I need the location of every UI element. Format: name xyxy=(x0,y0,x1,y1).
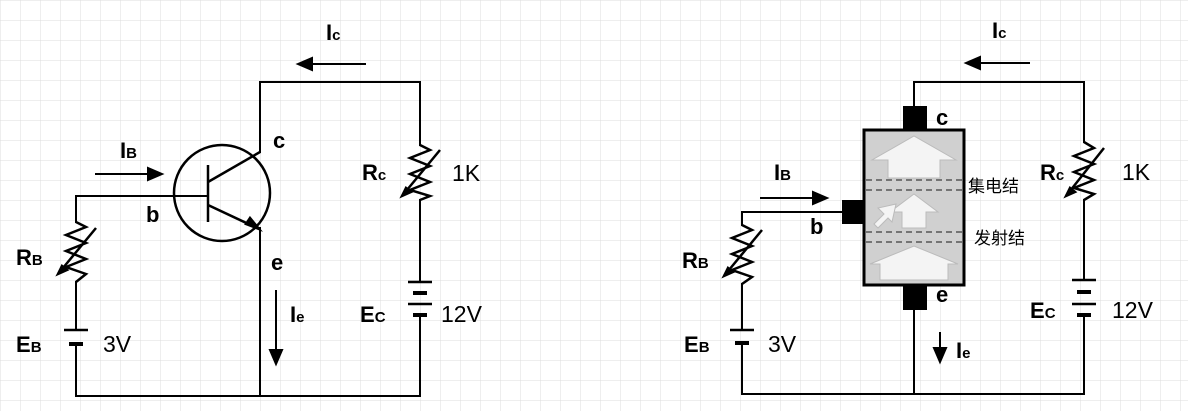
right-rc-resistor xyxy=(1063,140,1105,202)
left-current-arrows xyxy=(95,56,366,367)
left-rb-resistor xyxy=(55,220,97,283)
left-ec-value: 12V xyxy=(441,301,483,327)
left-ib-sub: B xyxy=(126,145,137,162)
left-terminal-e: e xyxy=(271,250,283,275)
left-ie-label: I xyxy=(290,302,296,327)
right-eb-sub: B xyxy=(699,339,710,356)
left-rc-sub: c xyxy=(378,167,386,184)
right-ec-value: 12V xyxy=(1112,297,1154,323)
right-eb-value: 3V xyxy=(768,331,797,357)
left-transistor-symbol xyxy=(172,143,272,243)
left-ic-label: I xyxy=(326,20,332,45)
chip-diagonal-arrow xyxy=(873,203,897,229)
right-terminal-e: e xyxy=(936,282,948,307)
right-eb-battery xyxy=(730,328,754,354)
right-ib-label: I xyxy=(774,160,780,185)
transistor-circle xyxy=(172,143,272,243)
svg-text:IB: IB xyxy=(120,138,137,163)
right-eb-label: E xyxy=(684,332,699,357)
left-eb-label: E xyxy=(16,332,31,357)
left-ie-sub: e xyxy=(296,309,304,326)
chip-upward-arrow-bottom xyxy=(869,245,959,281)
right-rb-resistor xyxy=(721,223,763,286)
svg-text:EB: EB xyxy=(16,332,42,357)
left-rb-sub: B xyxy=(32,252,43,269)
right-ic-sub: c xyxy=(998,25,1006,42)
svg-text:EC: EC xyxy=(360,302,386,327)
right-ie-sub: e xyxy=(962,345,970,362)
chip-upward-arrow-mid xyxy=(888,193,940,229)
collector-junction-label: 集电结 xyxy=(968,177,1019,197)
svg-text:RB: RB xyxy=(682,248,709,273)
left-ec-label: E xyxy=(360,302,375,327)
collector-pad xyxy=(903,106,927,131)
svg-text:Ic: Ic xyxy=(326,20,340,45)
svg-text:EC: EC xyxy=(1030,298,1056,323)
chip-upward-arrow-top xyxy=(870,135,958,179)
left-circuit xyxy=(75,81,421,397)
right-rc-label: R xyxy=(1040,160,1056,185)
left-ec-sub: C xyxy=(375,309,386,326)
transistor-collector xyxy=(207,150,261,184)
left-rc-label: R xyxy=(362,160,378,185)
left-rb-label: R xyxy=(16,245,32,270)
right-current-arrows xyxy=(760,55,1030,365)
right-ib-sub: B xyxy=(780,167,791,184)
emitter-junction-label: 发射结 xyxy=(974,229,1025,249)
svg-text:Ic: Ic xyxy=(992,18,1006,43)
svg-text:Ie: Ie xyxy=(956,338,970,363)
left-rc-value: 1K xyxy=(452,160,481,186)
right-rc-sub: c xyxy=(1056,167,1064,184)
right-terminal-b: b xyxy=(810,214,823,239)
left-terminal-b: b xyxy=(146,202,159,227)
svg-text:RB: RB xyxy=(16,245,43,270)
left-ib-label: I xyxy=(120,138,126,163)
right-terminal-c: c xyxy=(936,105,948,130)
right-rb-sub: B xyxy=(698,255,709,272)
right-ec-label: E xyxy=(1030,298,1045,323)
emitter-pad xyxy=(903,285,927,310)
right-rc-value: 1K xyxy=(1122,159,1151,185)
left-ec-battery xyxy=(408,280,432,325)
right-ec-sub: C xyxy=(1045,305,1056,322)
left-eb-sub: B xyxy=(31,339,42,356)
right-top-wire xyxy=(913,81,1085,143)
left-rc-resistor xyxy=(399,143,441,202)
right-ec-battery xyxy=(1072,278,1096,325)
left-eb-battery xyxy=(64,328,88,355)
svg-text:IB: IB xyxy=(774,160,791,185)
svg-text:Ie: Ie xyxy=(290,302,304,327)
svg-text:Rc: Rc xyxy=(362,160,386,185)
transistor-emitter-arrow xyxy=(244,215,263,232)
svg-text:Rc: Rc xyxy=(1040,160,1064,185)
left-ic-sub: c xyxy=(332,27,340,44)
right-circuit xyxy=(741,81,1085,395)
left-terminal-c: c xyxy=(273,128,285,153)
right-ic-label: I xyxy=(992,18,998,43)
left-top-wire xyxy=(259,81,421,146)
left-eb-value: 3V xyxy=(103,331,132,357)
right-transistor-structure xyxy=(842,106,966,310)
base-pad xyxy=(842,200,865,224)
right-ie-label: I xyxy=(956,338,962,363)
right-rb-label: R xyxy=(682,248,698,273)
svg-text:EB: EB xyxy=(684,332,710,357)
